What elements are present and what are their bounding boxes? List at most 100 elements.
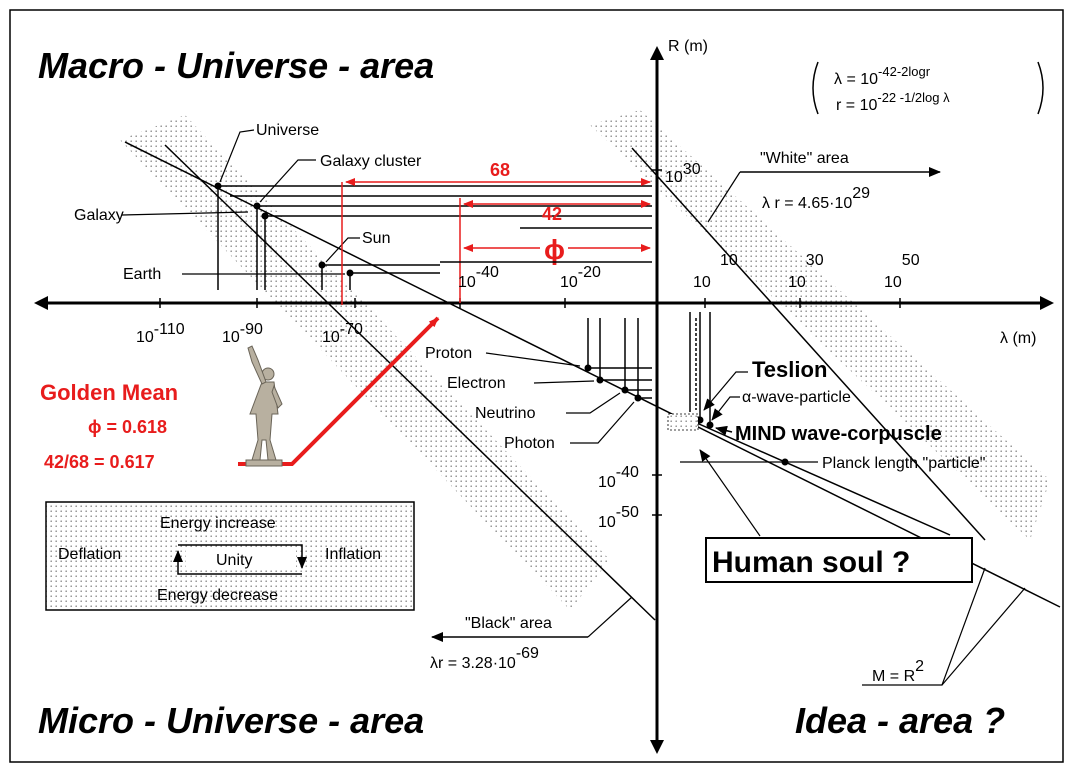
y-tick-exp: -50 xyxy=(616,504,639,521)
black-eq-exp: -69 xyxy=(516,645,539,662)
white-eq-base: λ r = 4.65·10 xyxy=(762,195,852,212)
y-axis-up-arrow xyxy=(650,46,664,60)
svg-text:10-90: 10-90 xyxy=(222,321,263,346)
white-area-title: "White" area xyxy=(760,150,849,167)
x-tick-label: 10 xyxy=(884,274,902,291)
white-area-band xyxy=(590,110,1050,540)
dimension-68: 68 xyxy=(341,160,651,305)
label-neutrino: Neutrino xyxy=(475,405,536,422)
svg-text:10-110: 10-110 xyxy=(136,321,185,346)
x-axis-label: λ (m) xyxy=(1000,330,1036,347)
label-planck: Planck length "particle" xyxy=(822,455,985,472)
particle-lines xyxy=(587,312,711,422)
planck-line xyxy=(689,419,951,536)
x-tick-exp: -70 xyxy=(340,321,363,338)
x-tick-label: 10 xyxy=(322,329,340,346)
proton-leader xyxy=(485,352,581,367)
human-soul-leader xyxy=(699,449,761,537)
y-axis-down-arrow xyxy=(650,740,664,754)
golden-mean-phi: ϕ = 0.618 xyxy=(88,417,167,437)
x-axis-right-arrow xyxy=(1040,296,1054,310)
white-eq-exp: 29 xyxy=(852,185,870,202)
svg-text:10-70: 10-70 xyxy=(322,321,363,346)
label-galaxy: Galaxy xyxy=(74,207,124,224)
x-tick-exp: 30 xyxy=(806,252,824,269)
y-tick-label: 10 xyxy=(665,169,683,186)
formula-line1-base: λ = 10 xyxy=(834,71,878,88)
quadrant-macro-title: Macro - Universe - area xyxy=(38,45,434,86)
legend-inflation: Inflation xyxy=(325,546,381,563)
x-tick-exp: -90 xyxy=(240,321,263,338)
svg-text:M = R2: M = R2 xyxy=(872,658,924,685)
x-tick-label: 10 xyxy=(222,329,240,346)
human-soul-box xyxy=(705,537,973,583)
svg-text:λr = 3.28·10-69: λr = 3.28·10-69 xyxy=(430,645,539,672)
label-sun: Sun xyxy=(362,230,390,247)
quadrant-micro-title: Micro - Universe - area xyxy=(38,700,424,741)
formula-line2-exp: -22 -1/2log λ xyxy=(877,90,950,105)
svg-text:10-40: 10-40 xyxy=(458,264,499,291)
alpha-leader xyxy=(711,396,740,421)
x-tick-exp: -40 xyxy=(476,264,499,281)
black-area-band xyxy=(120,115,610,610)
x-tick-exp: -20 xyxy=(578,264,601,281)
x-tick-exp: 50 xyxy=(902,252,920,269)
label-teslion: Teslion xyxy=(752,357,827,382)
svg-text:r = 10-22 -1/2log λ: r = 10-22 -1/2log λ xyxy=(836,90,950,114)
svg-text:1030: 1030 xyxy=(665,161,701,186)
mass-eq-base: M = R xyxy=(872,668,915,685)
x-tick-label: 10 xyxy=(136,329,154,346)
x-ticks xyxy=(159,298,901,308)
black-area-title: "Black" area xyxy=(465,615,552,632)
x-axis-left-arrow xyxy=(34,296,48,310)
teslion-zone xyxy=(667,413,699,431)
label-mind: MIND wave-corpuscle xyxy=(735,423,942,445)
y-tick-exp: 30 xyxy=(683,161,701,178)
universe-leader xyxy=(219,129,255,183)
y-ticks xyxy=(652,169,662,516)
label-electron: Electron xyxy=(447,375,506,392)
svg-text:1050: 1050 xyxy=(884,252,920,291)
y-axis-label: R (m) xyxy=(668,38,708,55)
statue-figure xyxy=(245,345,283,467)
legend-lower-arrow xyxy=(173,550,302,575)
label-earth: Earth xyxy=(123,266,161,283)
dimension-phi: ϕ xyxy=(463,234,651,265)
dim-42-label: 42 xyxy=(542,204,562,224)
dim-phi-label: ϕ xyxy=(544,234,565,265)
svg-text:λ = 10-42-2logr: λ = 10-42-2logr xyxy=(834,64,931,88)
label-universe: Universe xyxy=(256,122,319,139)
neutrino-leader xyxy=(566,392,621,414)
svg-text:λ r = 4.65·1029: λ r = 4.65·1029 xyxy=(762,185,870,212)
formula-block: λ = 10-42-2logr r = 10-22 -1/2log λ xyxy=(812,61,1044,115)
legend-energy-decrease: Energy decrease xyxy=(157,587,278,604)
formula-line1-exp: -42-2logr xyxy=(878,64,931,79)
svg-text:10-20: 10-20 xyxy=(560,264,601,291)
label-proton: Proton xyxy=(425,345,472,362)
y-tick-label: 10 xyxy=(598,474,616,491)
mass-line xyxy=(124,141,1061,608)
mass-eq-leader-2 xyxy=(941,587,1026,686)
svg-text:10-40: 10-40 xyxy=(598,464,639,491)
x-tick-label: 10 xyxy=(788,274,806,291)
label-alpha-wave: α-wave-particle xyxy=(742,389,851,406)
body-dots xyxy=(214,182,354,277)
sun-leader xyxy=(325,237,360,263)
svg-text:10-50: 10-50 xyxy=(598,504,639,531)
legend-upper-arrow xyxy=(178,544,307,569)
x-tick-label: 10 xyxy=(720,252,738,269)
photon-leader xyxy=(570,401,635,444)
mass-eq-exp: 2 xyxy=(915,658,924,675)
white-boundary-line xyxy=(631,147,986,541)
quadrant-idea-title: Idea - area ? xyxy=(795,700,1005,741)
black-boundary-line xyxy=(164,144,656,621)
mind-leader xyxy=(715,425,733,436)
x-tick-label: 10 xyxy=(560,274,578,291)
y-tick-label: 10 xyxy=(598,514,616,531)
white-area-leader xyxy=(707,171,741,223)
x-tick-exp: -110 xyxy=(154,321,185,338)
legend-unity-bg xyxy=(186,548,296,570)
galaxy-cluster-leader xyxy=(259,159,316,203)
label-photon: Photon xyxy=(504,435,555,452)
